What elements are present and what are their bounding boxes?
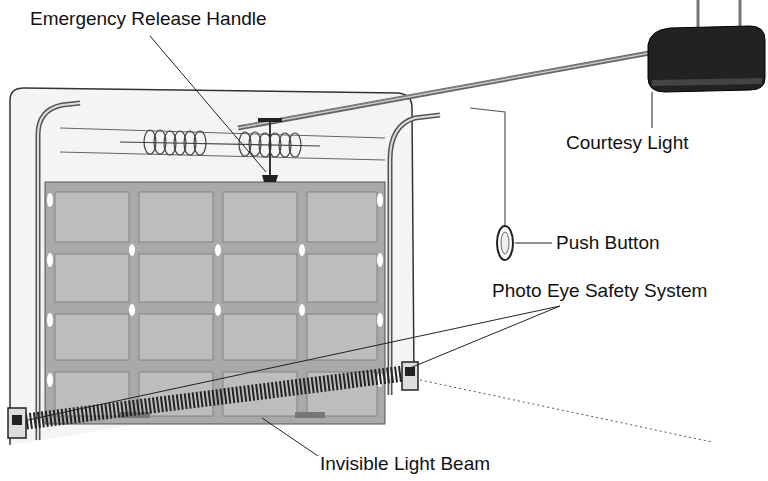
header-board: [60, 128, 385, 160]
button-wire: [470, 108, 505, 226]
photo-eye: [405, 367, 415, 376]
floor-line: [420, 380, 712, 442]
door-handle: [295, 412, 325, 418]
photo-eye: [12, 415, 22, 425]
photo-eye: [8, 408, 26, 438]
part-label: Invisible Light Beam: [320, 453, 490, 475]
part-label: Courtesy Light: [566, 132, 689, 154]
push-button: [497, 226, 513, 260]
opener-rail: [238, 52, 655, 128]
opener-motor-unit: [648, 26, 765, 92]
door-track: [390, 115, 440, 395]
part-label: Photo Eye Safety System: [492, 280, 707, 302]
part-label: Push Button: [556, 232, 660, 254]
door-roller: [47, 193, 383, 387]
opener-rail: [238, 52, 655, 128]
door-track: [390, 115, 440, 395]
release-handle: [262, 175, 278, 182]
push-button: [501, 232, 509, 254]
trolley: [258, 118, 282, 122]
opener-chain: [245, 50, 660, 125]
part-label: Emergency Release Handle: [30, 8, 267, 30]
courtesy-light-lens: [652, 78, 762, 86]
door-frame: [10, 88, 414, 445]
release-cord: [269, 120, 271, 175]
torsion-spring: [120, 130, 320, 157]
